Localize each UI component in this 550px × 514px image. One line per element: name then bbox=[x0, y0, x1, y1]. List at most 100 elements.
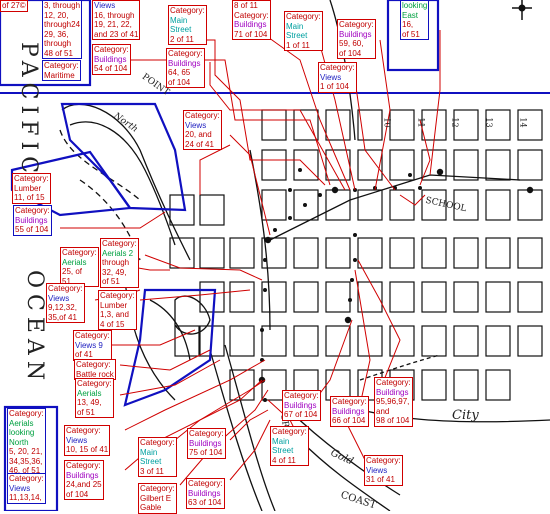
city-block bbox=[517, 281, 543, 313]
category-label-line: Category: bbox=[140, 438, 175, 447]
category-label-line: 59, 60, bbox=[339, 39, 364, 48]
category-label-line: 35,of 41 bbox=[48, 312, 77, 322]
category-label[interactable]: Category:Battle rock bbox=[74, 359, 116, 380]
category-label-line: Category: bbox=[272, 427, 307, 436]
callout-line bbox=[314, 319, 353, 401]
city-block bbox=[325, 281, 351, 313]
callout-line bbox=[264, 34, 351, 191]
category-label-line: Maritime bbox=[44, 70, 75, 80]
road-marker bbox=[260, 328, 264, 332]
category-label-line: 9,12,32, bbox=[48, 303, 77, 312]
category-label-line: 75 of 104 bbox=[189, 448, 223, 457]
road-marker bbox=[331, 186, 339, 194]
category-label-line: Street bbox=[140, 457, 162, 466]
category-label-line: 3, through bbox=[44, 1, 81, 10]
category-label-line: of 104 bbox=[339, 48, 362, 58]
road-marker bbox=[263, 288, 267, 292]
category-label-line: Main bbox=[140, 447, 158, 457]
top-left-box bbox=[0, 0, 92, 87]
category-label-line: Category: bbox=[9, 409, 44, 418]
category-label-line: 10, 15 of 41 bbox=[66, 445, 109, 454]
category-label-line: Category: bbox=[14, 174, 49, 183]
city-block bbox=[485, 281, 511, 313]
road-marker bbox=[264, 236, 272, 244]
callout-line bbox=[199, 144, 231, 195]
callout-line bbox=[419, 119, 431, 186]
battle-rock-area bbox=[123, 288, 217, 407]
city-block bbox=[421, 281, 447, 313]
category-label-line: 2 of 11 bbox=[170, 34, 194, 44]
city-block bbox=[421, 109, 447, 141]
callout-line bbox=[229, 134, 271, 236]
category-label-line: through bbox=[44, 39, 72, 48]
city-block bbox=[261, 281, 287, 313]
category-label-line: 16, through bbox=[94, 10, 135, 20]
road-marker bbox=[303, 203, 307, 207]
category-label-line: looking bbox=[9, 428, 35, 437]
road-marker bbox=[288, 188, 292, 192]
callout-line bbox=[119, 359, 221, 396]
city-block bbox=[389, 237, 415, 269]
callout-lines bbox=[60, 30, 441, 486]
category-label-line: 64, 65 bbox=[168, 68, 191, 77]
category-label-line: 24,and 25 bbox=[66, 480, 102, 489]
street-num-11: 11 bbox=[416, 117, 426, 128]
city-block bbox=[325, 189, 351, 221]
city-block bbox=[293, 149, 319, 181]
category-label-line: Category: bbox=[188, 479, 223, 488]
category-label-line: Buildings bbox=[189, 438, 222, 448]
category-label-line: Category: bbox=[170, 6, 205, 15]
category-label-line: Category: bbox=[140, 484, 175, 493]
category-label-line: looking bbox=[402, 1, 428, 10]
category-label-line: 12, 20, bbox=[44, 10, 69, 20]
city-block bbox=[453, 237, 479, 269]
map-label-city: City bbox=[452, 408, 479, 423]
category-label-line: 66 of 104 bbox=[332, 416, 366, 425]
street-grid bbox=[169, 109, 543, 401]
city-block bbox=[199, 281, 225, 313]
city-block bbox=[485, 189, 511, 221]
category-label-line: Views bbox=[94, 1, 116, 10]
city-block bbox=[389, 109, 415, 141]
category-label[interactable]: Category:Maritime bbox=[42, 60, 81, 81]
category-label-line: Gilbert E bbox=[140, 493, 172, 503]
category-label[interactable]: of 27© bbox=[0, 0, 28, 12]
category-label-line: Category: bbox=[376, 378, 411, 387]
callout-line bbox=[399, 194, 426, 206]
category-label-line: Buildings bbox=[284, 400, 317, 410]
category-label-line: Category: bbox=[66, 461, 101, 470]
city-block bbox=[453, 325, 479, 357]
